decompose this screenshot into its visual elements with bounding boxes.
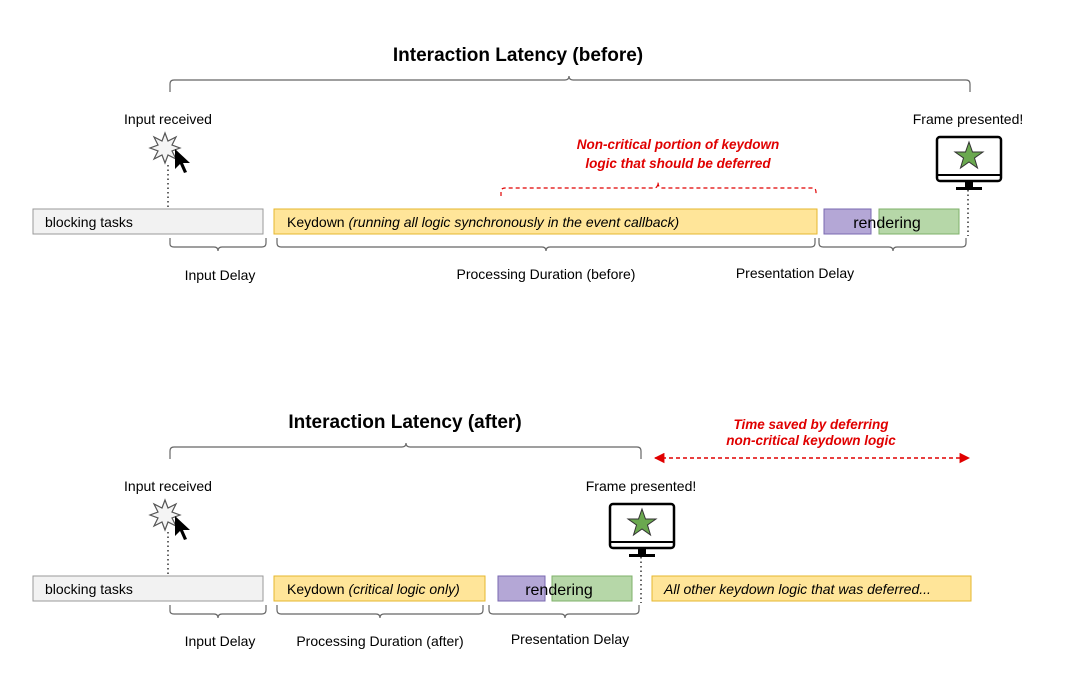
before-blocking-tasks-bar [32, 208, 264, 235]
after-rendering-label: rendering [525, 582, 593, 599]
after-frame-presented: Frame presented! [586, 478, 697, 494]
burst-cursor-icon [149, 132, 190, 173]
before-keydown-bar [273, 208, 818, 235]
before-presentation-label: Presentation Delay [736, 265, 854, 281]
after-presentation-label: Presentation Delay [511, 631, 629, 647]
before-note-brace [500, 181, 817, 196]
after-rendering-purple [497, 575, 546, 602]
before-rendering-green [878, 208, 960, 235]
before-presentation-brace [818, 238, 967, 252]
burst-cursor-icon [149, 499, 190, 540]
after-time-saved-line2: non-critical keydown logic [726, 433, 896, 448]
after-processing-label: Processing Duration (after) [296, 633, 463, 649]
after-time-saved-line1: Time saved by deferring [733, 417, 889, 432]
before-frame-presented: Frame presented! [913, 111, 1024, 127]
after-input-delay-brace [169, 605, 267, 619]
before-input-received: Input received [124, 111, 212, 127]
before-note-line2: logic that should be deferred [585, 156, 771, 171]
after-deferred-logic-bar [651, 575, 972, 602]
before-title: Interaction Latency (before) [393, 45, 643, 66]
monitor-star-icon [608, 502, 676, 559]
before-processing-label: Processing Duration (before) [457, 266, 636, 282]
after-processing-brace [276, 605, 484, 619]
before-rendering-label: rendering [853, 215, 921, 232]
monitor-star-icon [935, 135, 1003, 192]
before-rendering-purple [823, 208, 872, 235]
after-title: Interaction Latency (after) [288, 412, 521, 433]
after-presentation-brace [488, 605, 640, 619]
before-keydown-text: Keydown (running all logic synchronously… [287, 214, 679, 230]
after-keydown-bar [273, 575, 486, 602]
after-blocking-tasks-label: blocking tasks [45, 581, 133, 597]
before-processing-brace [276, 238, 816, 252]
after-input-delay-label: Input Delay [185, 633, 256, 649]
after-input-received: Input received [124, 478, 212, 494]
after-keydown-text: Keydown (critical logic only) [287, 581, 460, 597]
after-latency-brace [169, 442, 642, 459]
before-note-line1: Non-critical portion of keydown [577, 137, 780, 152]
before-input-delay-label: Input Delay [185, 267, 256, 283]
before-input-delay-brace [169, 238, 267, 252]
after-deferred-logic-label: All other keydown logic that was deferre… [663, 581, 931, 597]
before-latency-brace [169, 75, 971, 92]
after-rendering-green [551, 575, 633, 602]
before-blocking-tasks-label: blocking tasks [45, 214, 133, 230]
after-blocking-tasks-bar [32, 575, 264, 602]
